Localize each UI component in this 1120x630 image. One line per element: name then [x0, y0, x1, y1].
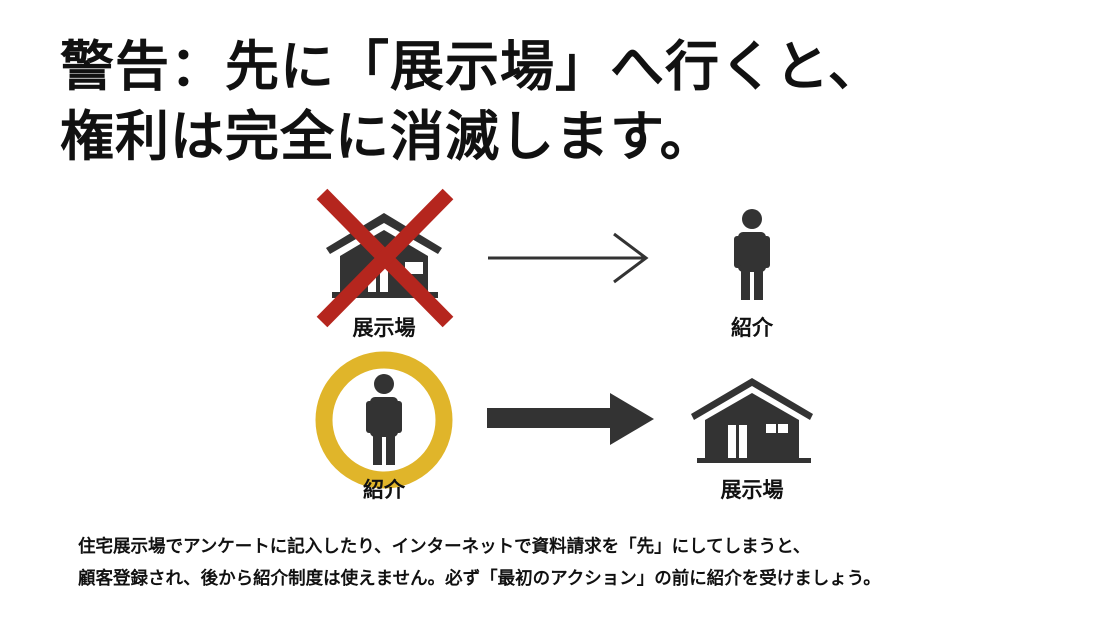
label-referral-bottom: 紹介 — [363, 478, 405, 502]
title-line-1: 警告：先に「展示場」へ行くと、 — [60, 35, 883, 98]
house-icon-right — [691, 378, 813, 463]
label-showroom-bottom: 展示場 — [720, 478, 784, 502]
person-icon-circled — [366, 374, 402, 465]
person-icon — [734, 209, 770, 300]
title-line-2: 権利は完全に消滅します。 — [60, 105, 715, 168]
explanation-line-1: 住宅展示場でアンケートに記入したり、インターネットで資料請求を「先」にしてしまう… — [78, 537, 811, 557]
label-showroom-top: 展示場 — [352, 316, 416, 340]
explanation-line-2: 顧客登録され、後から紹介制度は使えません。必ず「最初のアクション」の前に紹介を受… — [78, 569, 881, 589]
cross-mark-icon — [316, 188, 454, 328]
explanation-text: 住宅展示場でアンケートに記入したり、インターネットで資料請求を「先」にしてしまう… — [78, 531, 881, 595]
approve-circle-icon — [315, 351, 453, 489]
warning-title: 警告：先に「展示場」へ行くと、 権利は完全に消滅します。 — [60, 32, 883, 172]
thin-arrow-icon — [488, 232, 649, 284]
label-referral-top: 紹介 — [731, 316, 773, 340]
thick-arrow-icon — [487, 393, 654, 445]
